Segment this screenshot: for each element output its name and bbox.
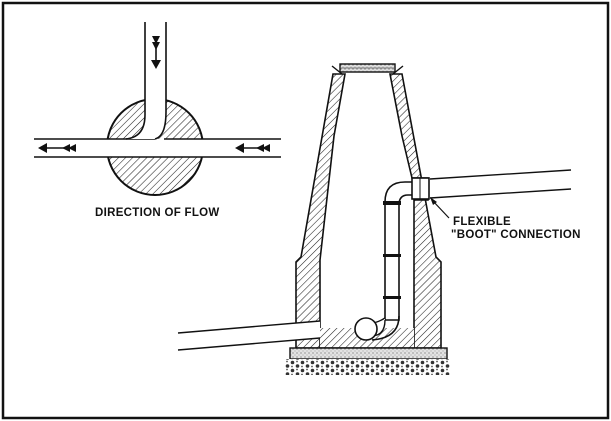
base-slab [289,347,448,360]
arrow-left-inflow-icon [235,143,270,153]
inlet-pipe [429,169,572,199]
boot-connection-label: "BOOT" CONNECTION [451,229,581,241]
flow-horizontal-pipe [34,139,281,157]
arrow-left-outflow-icon [38,143,76,153]
right-wall [389,73,442,349]
direction-of-flow-label: DIRECTION OF FLOW [95,207,220,219]
manhole-section: FLEXIBLE "BOOT" CONNECTION [177,63,581,375]
arrow-down-icon [151,36,161,69]
flexible-label: FLEXIBLE [453,216,511,228]
drop-pipe [354,181,417,341]
outlet-pipe [177,320,321,351]
gravel-bedding [285,359,450,375]
manhole-cover [331,63,404,75]
boot-leader [430,197,450,219]
tee-fitting [354,317,378,341]
left-wall [295,73,346,349]
flow-detail: DIRECTION OF FLOW [34,22,281,219]
